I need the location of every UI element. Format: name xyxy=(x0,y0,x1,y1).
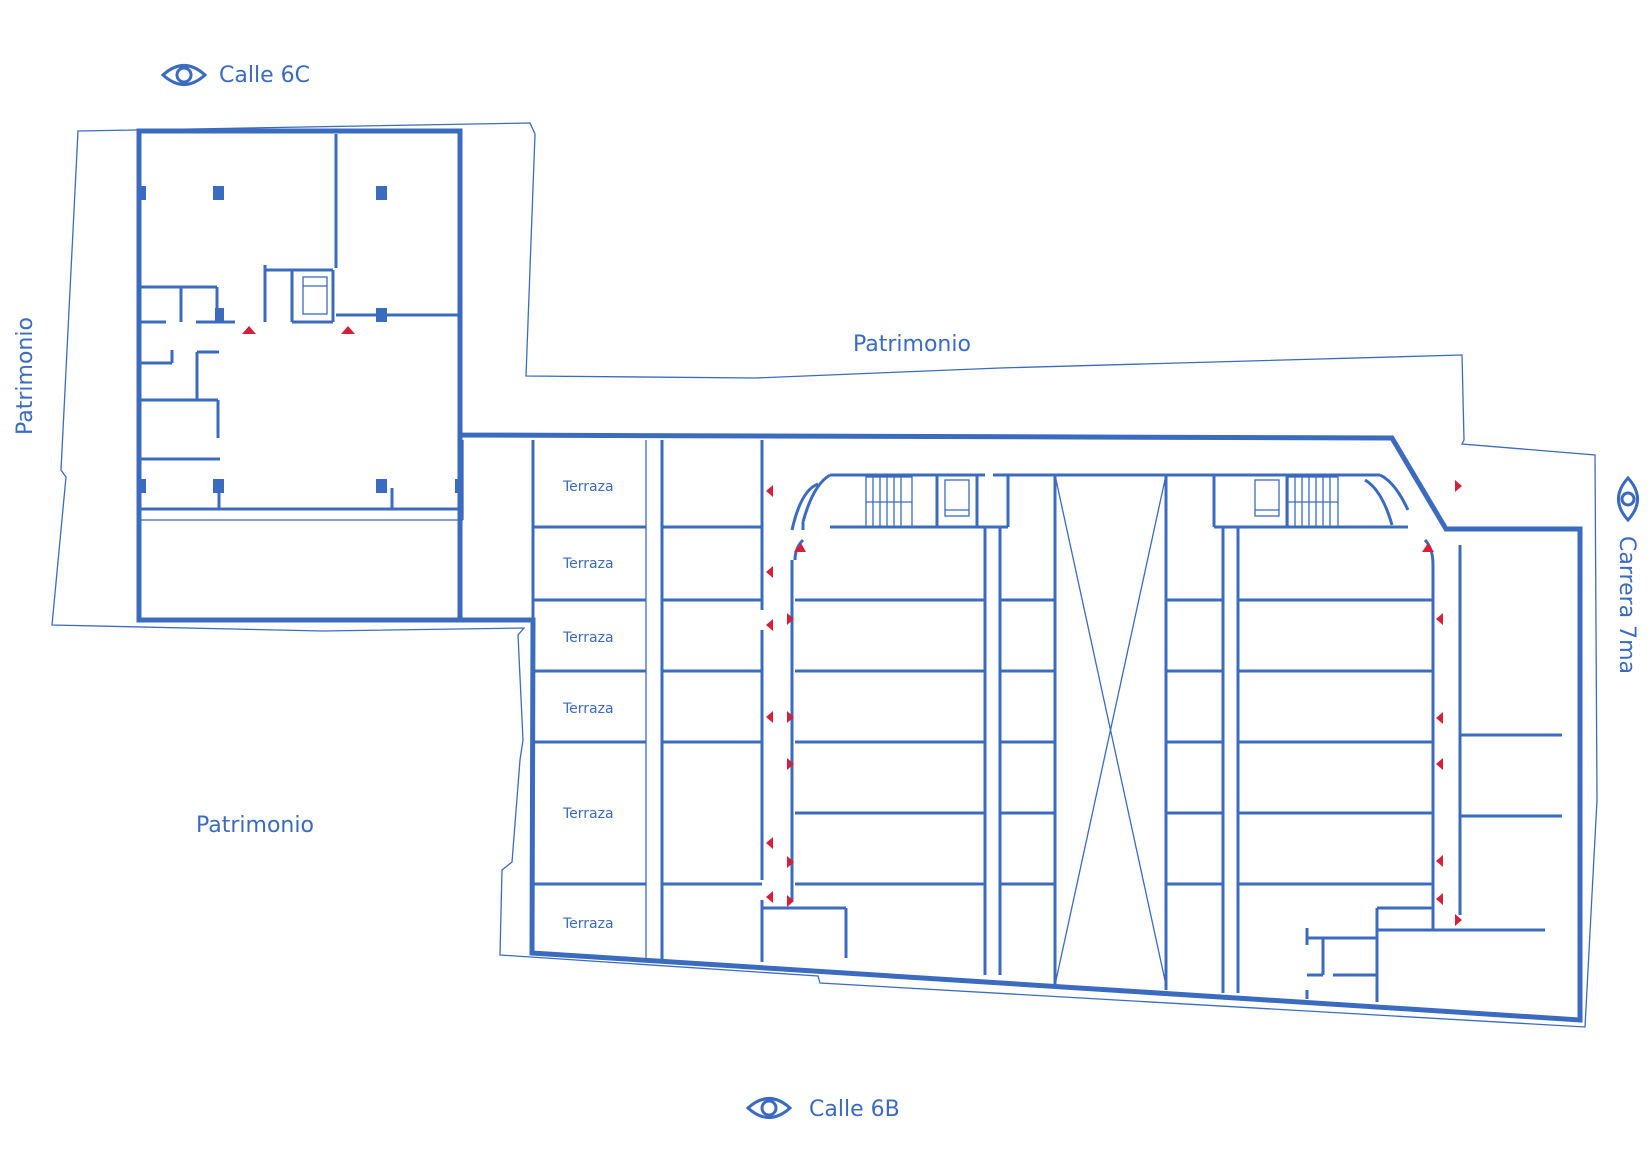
red-triangle-icon xyxy=(766,566,773,578)
eye-icon xyxy=(745,1097,793,1119)
street-label-calle-6c: Calle 6C xyxy=(219,63,310,88)
red-triangle-icon xyxy=(787,758,794,770)
red-triangle-icon xyxy=(1436,613,1443,625)
eye-icon xyxy=(160,64,208,86)
red-triangle-icon xyxy=(787,856,794,868)
street-label-calle-6b: Calle 6B xyxy=(809,1097,900,1122)
red-triangle-icon xyxy=(242,326,256,334)
red-triangle-icon xyxy=(766,891,773,903)
red-triangle-icon xyxy=(787,613,794,625)
terrace-label: Terraza xyxy=(562,701,614,717)
property-boundary xyxy=(51,122,1598,1028)
view-marker-calle-6c[interactable]: Calle 6C xyxy=(160,63,310,88)
eye-icon xyxy=(1617,475,1639,523)
street-label-carrera-7ma: Carrera 7ma xyxy=(1614,536,1639,674)
red-triangle-icon xyxy=(787,711,794,723)
terrace-label: Terraza xyxy=(562,916,614,932)
north-building-interior xyxy=(141,134,464,521)
door-markers xyxy=(242,326,1462,926)
patrimonio-label-bottom-left: Patrimonio xyxy=(196,813,314,838)
red-triangle-icon xyxy=(766,711,773,723)
red-triangle-icon xyxy=(1455,480,1462,492)
red-triangle-icon xyxy=(794,543,806,552)
red-triangle-icon xyxy=(1436,855,1443,867)
red-triangle-icon xyxy=(1422,543,1434,552)
west-cell-block xyxy=(762,473,1231,975)
central-void xyxy=(1053,474,1168,990)
view-marker-carrera-7ma[interactable]: Carrera 7ma xyxy=(1614,475,1639,674)
patrimonio-label-left: Patrimonio xyxy=(13,317,38,435)
red-triangle-icon xyxy=(1455,914,1462,926)
terrace-label: Terraza xyxy=(562,556,614,572)
view-marker-calle-6b[interactable]: Calle 6B xyxy=(745,1097,900,1122)
red-triangle-icon xyxy=(766,837,773,849)
red-triangle-icon xyxy=(1436,712,1443,724)
terrace-column xyxy=(531,440,764,962)
east-cell-block xyxy=(1166,473,1562,1002)
terrace-label: Terraza xyxy=(562,806,614,822)
red-triangle-icon xyxy=(1436,893,1443,905)
terrace-label: Terraza xyxy=(562,479,614,495)
building-south-wall xyxy=(139,131,1583,1023)
patrimonio-label-top: Patrimonio xyxy=(853,332,971,357)
red-triangle-icon xyxy=(787,895,794,907)
red-triangle-icon xyxy=(1436,758,1443,770)
red-triangle-icon xyxy=(766,485,773,497)
red-triangle-icon xyxy=(341,326,355,334)
terrace-label: Terraza xyxy=(562,630,614,646)
building-north-wall xyxy=(136,128,463,623)
red-triangle-icon xyxy=(766,619,773,631)
